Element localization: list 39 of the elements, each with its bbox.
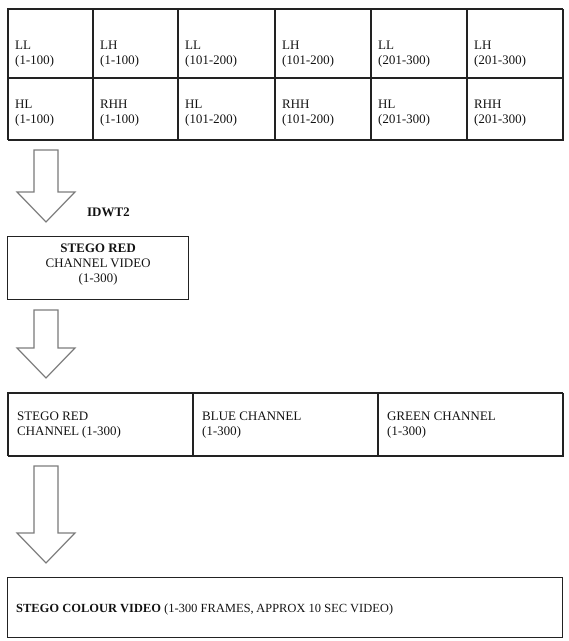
table-cell	[275, 9, 371, 78]
box-label: RHH (101-200)	[282, 97, 334, 127]
block-arrow	[15, 465, 77, 564]
box-label: STEGO RED CHANNEL VIDEO (1-300)	[44, 241, 152, 286]
table-cell	[467, 78, 564, 141]
box-label: LH (201-300)	[474, 38, 526, 68]
table-frame	[7, 8, 563, 140]
box-label: LL (201-300)	[378, 38, 430, 68]
box-label: LH (1-100)	[100, 38, 139, 68]
box-label: HL (1-100)	[15, 97, 54, 127]
table-cell	[371, 78, 467, 141]
box-label: RHH (1-100)	[100, 97, 139, 127]
block-arrow	[15, 309, 77, 379]
box-label: RHH (201-300)	[474, 97, 526, 127]
box-label: LL (101-200)	[185, 38, 237, 68]
box-label: LL (1-100)	[15, 38, 54, 68]
box-label: STEGO RED CHANNEL (1-300)	[17, 409, 122, 439]
table-cell	[193, 393, 378, 457]
table-cell	[275, 78, 371, 141]
table-cell	[93, 78, 178, 141]
table-cell	[378, 393, 564, 457]
box-label: BLUE CHANNEL (1-300)	[202, 409, 302, 439]
process-box	[7, 236, 189, 300]
table-frame	[7, 392, 563, 456]
table-cell	[178, 9, 275, 78]
box-label: HL (201-300)	[378, 97, 430, 127]
table-cell	[8, 78, 93, 141]
table-cell	[8, 9, 93, 78]
table-cell	[93, 9, 178, 78]
table-cell	[178, 78, 275, 141]
box-label: STEGO COLOUR VIDEO (1-300 FRAMES, APPROX 10 SEC VIDEO)	[16, 601, 394, 616]
box-label: HL (101-200)	[185, 97, 237, 127]
process-box	[7, 577, 563, 638]
table-cell	[8, 393, 193, 457]
table-cell	[467, 9, 564, 78]
table-cell	[371, 9, 467, 78]
box-label: GREEN CHANNEL (1-300)	[387, 409, 496, 439]
block-arrow	[15, 149, 77, 223]
box-label: LH (101-200)	[282, 38, 334, 68]
